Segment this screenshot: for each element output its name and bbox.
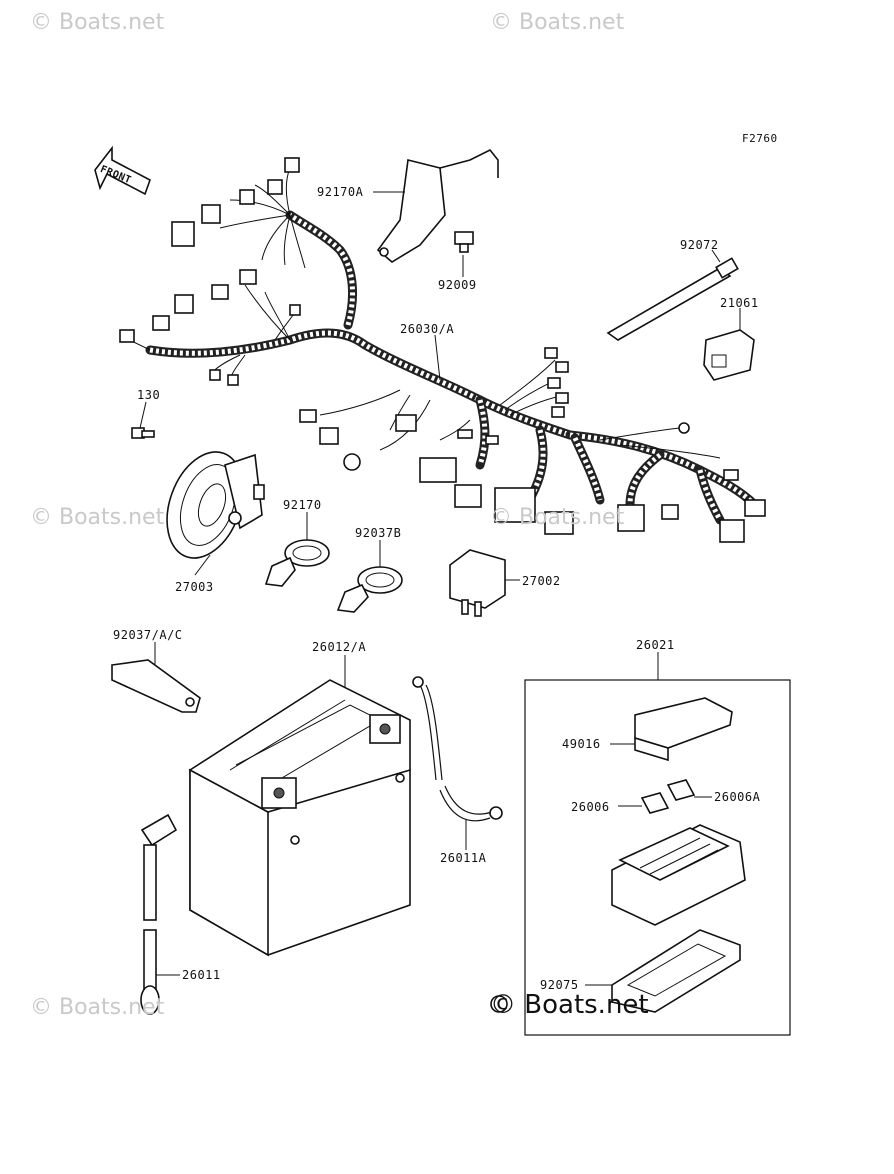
watermark-bottom-left: © Boats.net	[30, 995, 165, 1020]
label-26012a: 26012/A	[312, 640, 367, 654]
figure-code: F2760	[742, 132, 778, 145]
holder-92075	[611, 929, 741, 1013]
part-21061	[703, 329, 755, 381]
label-21061: 21061	[720, 296, 759, 310]
watermark-main: © Boats.net	[490, 990, 649, 1020]
watermark-mid-left: © Boats.net	[30, 505, 165, 530]
cover-49016	[634, 697, 733, 762]
leader-lines	[139, 191, 741, 986]
label-26011: 26011	[182, 968, 221, 982]
clamp-92037b	[336, 566, 403, 613]
label-92037ac: 92037/A/C	[113, 628, 183, 642]
label-27002: 27002	[522, 574, 561, 588]
harness-connectors	[119, 157, 766, 543]
copyright-icon	[490, 995, 508, 1013]
horn-27003	[166, 451, 265, 559]
strap-92037ac	[111, 659, 201, 713]
front-arrow-icon	[94, 145, 151, 196]
bolt-92009	[454, 231, 474, 253]
fuse-box	[611, 824, 746, 926]
label-92075: 92075	[540, 978, 579, 992]
fuse-26006a	[666, 779, 696, 801]
label-49016: 49016	[562, 737, 601, 751]
clamp-92170	[264, 539, 330, 587]
watermark-top-right: © Boats.net	[490, 10, 625, 35]
bolt-130	[131, 427, 155, 439]
label-130: 130	[137, 388, 161, 402]
label-27003: 27003	[175, 580, 214, 594]
label-26021: 26021	[636, 638, 675, 652]
battery-26012a	[188, 679, 411, 957]
watermark-mid-right: © Boats.net	[490, 505, 625, 530]
label-26030a: 26030/A	[400, 322, 455, 336]
cable-26011a	[412, 676, 503, 822]
relay-27002	[449, 549, 506, 617]
label-92170: 92170	[283, 498, 322, 512]
label-26006a: 26006A	[714, 790, 761, 804]
label-92009: 92009	[438, 278, 477, 292]
bracket-92170a	[376, 148, 499, 263]
watermark-top-left: © Boats.net	[30, 10, 165, 35]
label-92170a: 92170A	[317, 185, 364, 199]
cable-tie-92072	[606, 257, 739, 341]
fuse-26006	[640, 792, 670, 814]
label-92072: 92072	[680, 238, 719, 252]
cable-26011	[140, 813, 178, 1015]
label-92037b: 92037B	[355, 526, 402, 540]
label-26011a: 26011A	[440, 851, 487, 865]
label-26006: 26006	[571, 800, 610, 814]
